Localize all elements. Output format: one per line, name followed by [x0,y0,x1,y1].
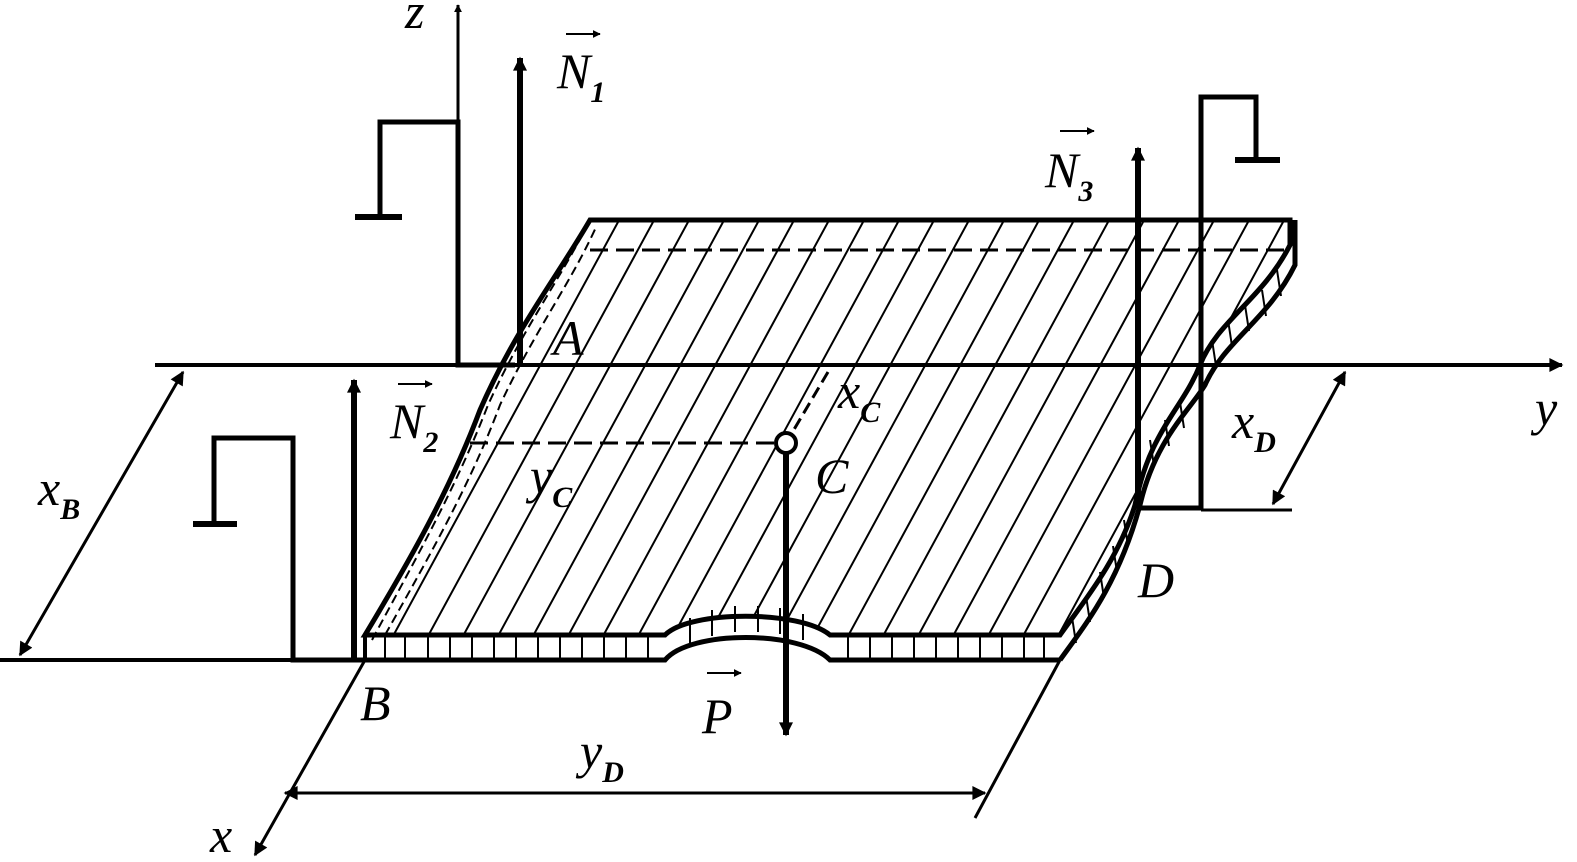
x-axis [253,659,367,857]
dim-xd-label: xD [1231,393,1276,459]
plate-left-edge-dash [371,219,591,641]
plate-left-edge-inner [384,224,598,636]
force-n2-label: N2 [389,393,438,459]
point-d-label: D [1137,552,1174,608]
dim-yd-extension [973,659,1062,819]
x-axis-label: x [209,807,232,862]
dim-xd [1271,370,1347,506]
force-n1-label: N1 [556,43,605,109]
point-b-label: B [360,675,391,731]
y-axis-label: y [1530,380,1558,436]
z-axis-label: z [404,0,424,39]
dim-yc-label: yC [525,448,573,514]
point-a-label: A [550,310,584,366]
plate-front-edge [363,220,1298,663]
force-n3-label: N3 [1044,142,1093,208]
support-b [211,435,365,663]
support-a [377,119,515,368]
dim-yd-label: yD [575,723,624,789]
dim-xb [18,370,185,657]
point-c-label: C [815,448,849,504]
dashed-xc-line [784,371,830,444]
point-c-marker [774,431,798,455]
support-d [1140,94,1259,511]
dim-xb-label: xB [37,460,80,526]
dim-xc-label: xC [837,363,881,429]
force-p-label: P [701,688,733,744]
